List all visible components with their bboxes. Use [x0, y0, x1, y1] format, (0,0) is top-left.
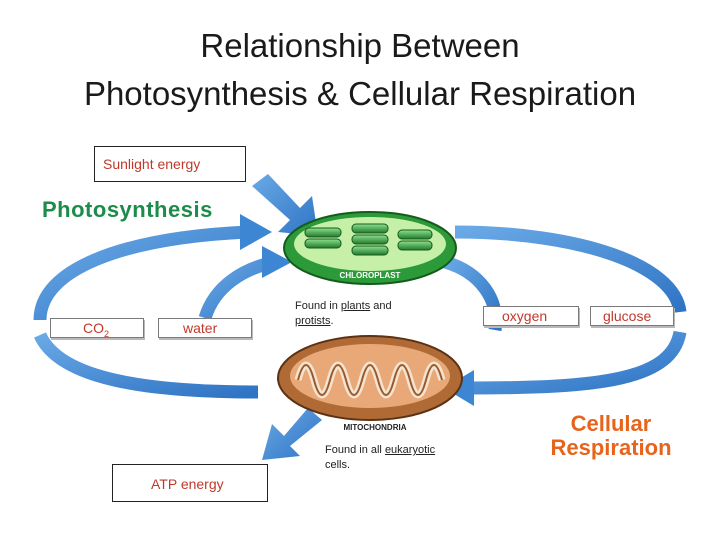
glucose-box: glucose: [590, 306, 674, 326]
sunlight-arrow: [252, 174, 318, 236]
arrowhead-water-inner: [262, 246, 292, 278]
mito-note-end: cells.: [325, 459, 351, 471]
oxygen-text: oxygen: [502, 308, 548, 324]
co2-subscript: 2: [104, 328, 110, 339]
chloroplast-note: Found in plants and protists.: [295, 299, 435, 329]
chloro-note-plants: plants: [340, 300, 371, 312]
arc-chloroplast-to-right: [454, 225, 687, 314]
mito-note-pre: Found in all: [325, 444, 385, 456]
co2-box: CO2: [50, 318, 144, 339]
sunlight-energy-box: Sunlight energy: [94, 146, 246, 182]
arrowhead-to-chloroplast: [240, 214, 272, 250]
arc-mitochondria-to-left: [34, 331, 259, 399]
cellular-word: Cellular: [570, 411, 652, 436]
cycle-arrows: [33, 225, 687, 399]
atp-arrow: [262, 408, 322, 460]
sunlight-energy-text: Sunlight energy: [103, 156, 201, 172]
cellular-respiration-label: Cellular Respiration: [536, 412, 686, 460]
atp-energy-box: ATP energy: [112, 464, 268, 502]
mitochondria-icon: MITOCHONDRIA: [277, 335, 463, 432]
chloro-note-pre: Found in: [295, 300, 341, 312]
mitochondria-label: MITOCHONDRIA: [344, 423, 407, 432]
chloroplast-label: CHLOROPLAST: [340, 271, 401, 280]
title-line-1: Relationship Between: [200, 27, 520, 64]
co2-text: CO: [83, 320, 104, 336]
arc-right-to-mitochondria: [469, 330, 687, 395]
photosynthesis-label: Photosynthesis: [42, 197, 213, 222]
glucose-text: glucose: [603, 308, 652, 324]
chloro-note-protists: protists: [295, 315, 331, 327]
mitochondria-note: Found in all eukaryotic cells.: [325, 443, 475, 473]
water-box: water: [158, 318, 252, 338]
arc-left-to-chloroplast: [33, 225, 249, 321]
respiration-word: Respiration: [550, 435, 672, 460]
chloro-note-mid: and: [370, 300, 392, 312]
water-text: water: [183, 320, 218, 336]
chloroplast-icon: CHLOROPLAST: [283, 211, 457, 285]
mito-note-eukaryotic: eukaryotic: [384, 444, 436, 456]
chloro-note-end: .: [330, 315, 334, 327]
oxygen-box: oxygen: [483, 306, 579, 326]
atp-energy-text: ATP energy: [151, 476, 224, 492]
page-title: Relationship Between Photosynthesis & Ce…: [0, 22, 720, 118]
title-line-2: Photosynthesis & Cellular Respiration: [83, 75, 637, 112]
